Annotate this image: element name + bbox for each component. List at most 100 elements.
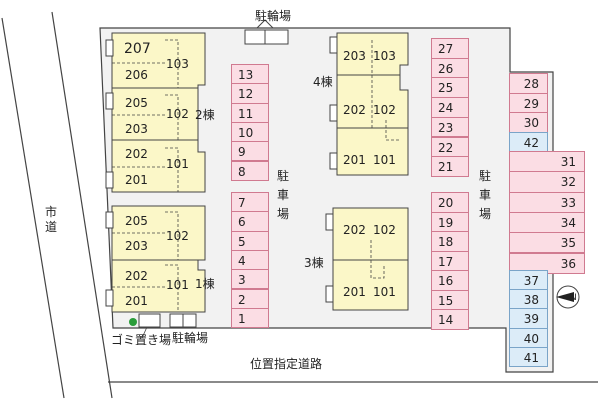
room-label: 101 [373,285,396,299]
parking-stall-number: 25 [438,81,454,96]
parking-stall-number: 36 [560,256,576,271]
parking-stall-number: 42 [523,135,539,150]
parking-stall: 30 [509,112,548,133]
building-4 [336,32,409,176]
parking-stall: 2 [231,288,269,309]
parking-stall: 20 [431,192,469,213]
parking-stall-number: 6 [238,215,246,230]
room-label: 203 [343,49,366,63]
parking-stall-number: 21 [438,160,454,175]
building-1-dividers [112,211,179,312]
parking-stall-number: 14 [438,313,454,327]
room-label: 101 [373,153,396,167]
parking-stall-number: 29 [523,96,539,111]
parking-stall: 24 [431,97,469,118]
parking-stall: 28 [509,73,548,94]
building-2-entrances [105,39,114,189]
parking-stall-number: 3 [238,273,246,288]
city-road-label: 市道 [44,205,57,234]
building-3-entrances [325,213,334,303]
bicycle-parking-bottom-label: 駐輪場 [172,331,209,345]
compass-icon [556,285,580,309]
parking-stall-number: 2 [238,292,246,307]
parking-stall-number: 16 [438,274,454,288]
parking-stall: 29 [509,92,548,113]
parking-stall-number: 19 [438,215,454,230]
parking-stall: 25 [431,77,469,99]
parking-stall-number: 32 [560,175,576,190]
building-3 [332,207,409,311]
parking-stall-number: 38 [523,293,539,308]
parking-stall-number: 11 [238,106,254,121]
parking-stall: 8 [231,160,269,181]
room-label: 201 [125,294,148,308]
parking-stall-number: 30 [523,116,539,130]
parking-stall-number: 13 [238,68,254,82]
parking-stall-number: 28 [523,77,539,91]
parking-stall: 3 [231,269,269,290]
parking-stall: 36 [509,252,585,274]
parking-stall-number: 7 [238,196,246,210]
room-label: 102 [373,103,396,117]
parking-stall: 4 [231,249,269,271]
room-label: 102 [166,229,189,243]
room-label: 205 [125,214,148,228]
parking-stall-number: 20 [438,196,454,210]
room-label: 102 [373,223,396,237]
building-4-dividers [371,40,400,141]
city-road-edge-right [51,11,113,399]
building-3-label: 3棟 [304,256,324,270]
room-label: 203 [125,239,148,253]
parking-stall-number: 41 [523,350,539,365]
parking-stall: 13 [231,64,269,85]
parking-stall-number: 34 [560,215,576,230]
parking-stall: 12 [231,83,269,104]
parking-stall: 37 [509,270,548,291]
parking-stall: 1 [231,307,269,329]
parking-stall: 41 [509,346,548,367]
parking-stall-number: 9 [238,145,246,160]
room-label: 202 [343,103,366,117]
parking-stall-number: 4 [238,253,246,268]
garbage-area-label: ゴミ置き場 [111,333,172,347]
parking-stall-number: 31 [560,155,576,169]
building-4-entrances [329,36,338,170]
parking-stall: 14 [431,309,469,330]
parking-stall-number: 23 [438,120,454,135]
parking-stall-number: 33 [560,195,576,210]
parking-stall: 40 [509,327,548,348]
building-4-label: 4棟 [313,75,333,89]
parking-stall-number: 1 [238,311,246,326]
parking-left-label: 駐車場 [276,169,289,221]
room-label: 201 [343,153,366,167]
parking-stall: 15 [431,289,469,310]
parking-stall-number: 40 [523,331,539,346]
parking-stall: 31 [509,151,585,173]
parking-stall: 6 [231,211,269,232]
room-label: 207 [124,41,151,57]
room-label: 103 [166,57,189,71]
parking-stall-number: 17 [438,254,454,269]
parking-stall: 38 [509,289,548,310]
parking-stall: 42 [509,131,548,152]
bicycle-parking-top-label: 駐輪場 [255,9,292,23]
parking-stall-number: 39 [523,312,539,327]
parking-stall-number: 15 [438,293,454,308]
parking-stall: 27 [431,38,469,59]
building-1-entrances [105,211,114,307]
building-2-label: 2棟 [195,108,215,122]
building-3-dividers [370,240,385,279]
parking-stall: 21 [431,156,469,177]
building-2-dividers [112,39,179,192]
room-label: 101 [166,278,189,292]
parking-stall: 5 [231,230,269,251]
room-label: 206 [125,68,148,82]
room-label: 101 [166,157,189,171]
parking-stall: 18 [431,231,469,252]
parking-right-label: 駐車場 [478,169,491,221]
parking-stall-number: 5 [238,234,246,249]
building-2 [111,32,206,193]
parking-stall: 22 [431,136,469,158]
bicycle-parking-bottom [169,313,197,328]
